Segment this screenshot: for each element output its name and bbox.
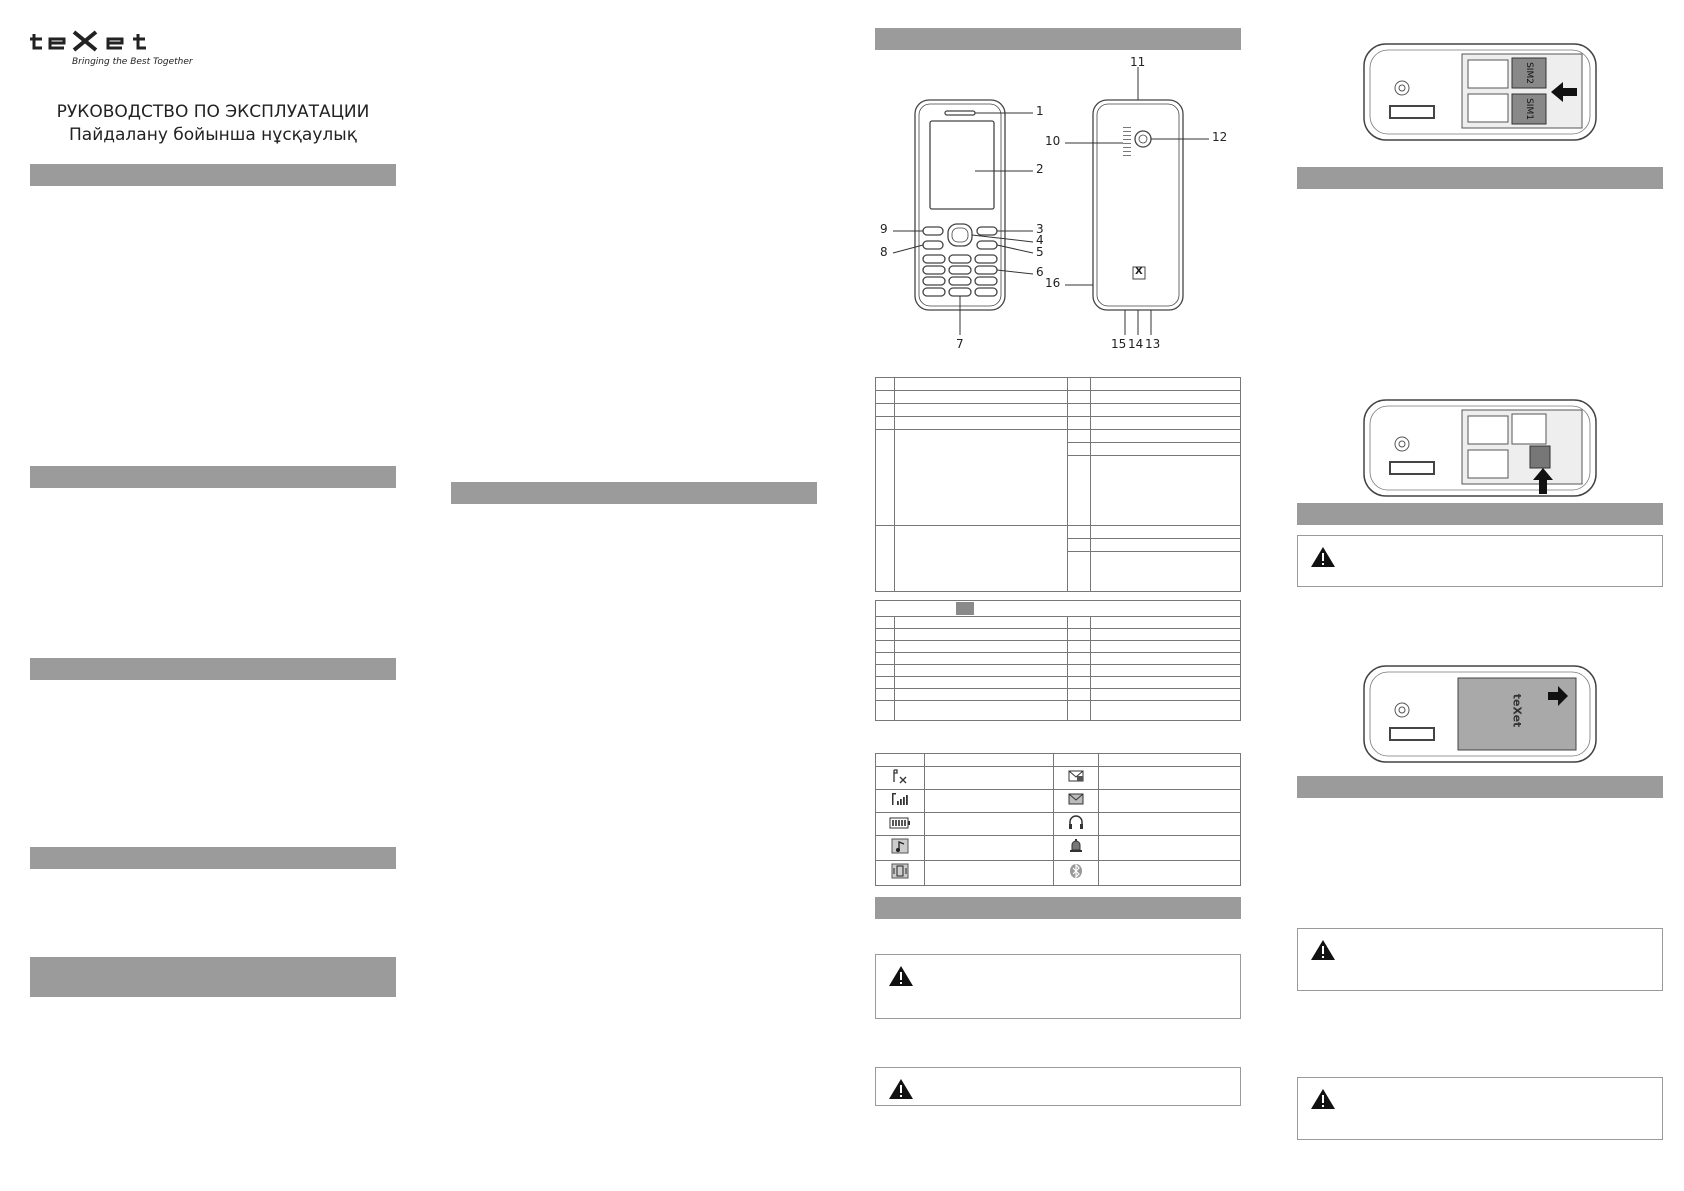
callout-11: 11 — [1130, 55, 1146, 69]
callout-8: 8 — [880, 245, 888, 259]
bluetooth-icon — [1070, 863, 1082, 879]
phone-diagram: 1 2 3 4 5 6 7 8 9 10 11 12 13 14 15 16 X — [875, 55, 1241, 355]
callout-3: 3 — [1036, 222, 1044, 236]
sim-insertion-illustration: SIM2 SIM1 — [1362, 42, 1598, 142]
section-bar — [30, 658, 396, 680]
texet-logo-icon — [30, 30, 146, 52]
sim1-label: SIM1 — [1523, 98, 1534, 120]
no-signal-icon — [893, 769, 907, 784]
callout-4: 4 — [1036, 233, 1044, 247]
section-bar — [451, 482, 817, 504]
callout-12: 12 — [1212, 130, 1228, 144]
warning-box — [875, 954, 1241, 1019]
section-bar — [30, 957, 396, 997]
callout-1: 1 — [1036, 104, 1044, 118]
brand-tagline: Bringing the Best Together — [72, 57, 193, 67]
alarm-icon — [1070, 839, 1082, 852]
status-icons-table — [875, 753, 1241, 886]
vibrate-icon — [891, 863, 909, 879]
section-bar — [1297, 167, 1663, 189]
warning-icon — [889, 1079, 913, 1099]
callout-14: 14 — [1128, 337, 1144, 351]
callout-13: 13 — [1145, 337, 1161, 351]
title-russian: РУКОВОДСТВО ПО ЭКСПЛУАТАЦИИ — [56, 102, 370, 122]
unread-sms-icon — [1068, 770, 1084, 782]
warning-icon — [1311, 940, 1335, 960]
key-functions-table — [875, 377, 1241, 592]
section-bar — [875, 897, 1241, 919]
callout-7: 7 — [956, 337, 964, 351]
warning-icon — [1311, 1089, 1335, 1109]
callout-5: 5 — [1036, 245, 1044, 259]
warning-box — [875, 1067, 1241, 1106]
section-bar — [30, 466, 396, 488]
callout-15: 15 — [1111, 337, 1127, 351]
headset-icon — [1069, 815, 1083, 829]
brand-logo — [30, 28, 170, 58]
callout-16: 16 — [1045, 276, 1061, 290]
section-bar — [875, 28, 1241, 50]
callout-10: 10 — [1045, 134, 1061, 148]
callout-6: 6 — [1036, 265, 1044, 279]
section-bar — [30, 847, 396, 869]
back-logo-mark: X — [1135, 266, 1143, 277]
warning-box — [1297, 535, 1663, 587]
sim2-label: SIM2 — [1523, 62, 1534, 84]
section-bar — [30, 164, 396, 186]
section-bar — [1297, 776, 1663, 798]
warning-icon — [1311, 547, 1335, 567]
title-kazakh: Пайдалану бойынша нұсқаулық — [69, 125, 357, 145]
music-icon — [891, 838, 909, 854]
warning-box — [1297, 928, 1663, 991]
signal-icon — [892, 793, 908, 805]
warning-icon — [889, 966, 913, 986]
section-bar — [1297, 503, 1663, 525]
callout-2: 2 — [1036, 162, 1044, 176]
battery-icon — [889, 817, 910, 828]
navigation-key-icon — [956, 602, 974, 615]
memory-card-illustration — [1362, 398, 1598, 498]
warning-box — [1297, 1077, 1663, 1140]
message-icon — [1068, 793, 1084, 805]
key-functions-table-2 — [875, 600, 1241, 721]
battery-logo-label: teXet — [1510, 693, 1524, 728]
callout-9: 9 — [880, 222, 888, 236]
battery-illustration: teXet — [1362, 664, 1598, 764]
